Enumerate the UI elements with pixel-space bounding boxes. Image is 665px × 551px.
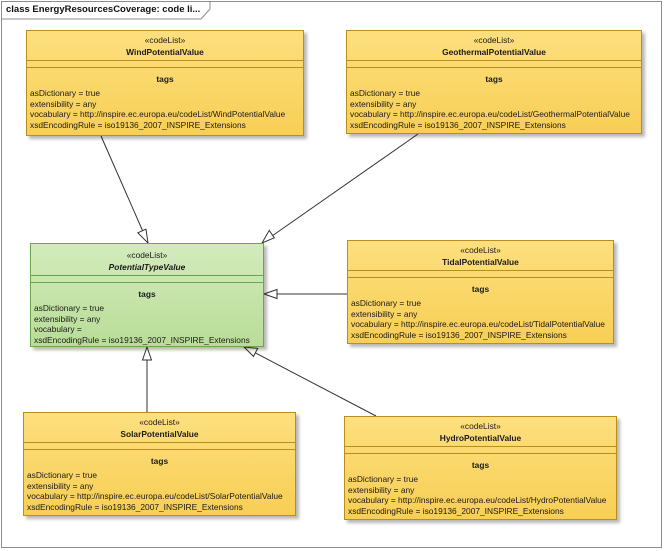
class-name: GeothermalPotentialValue [442, 47, 546, 57]
tags-compartment: tags asDictionary = true extensibility =… [24, 450, 295, 512]
class-header: «codeList» PotentialTypeValue [31, 244, 263, 276]
tags-compartment: tags asDictionary = true extensibility =… [345, 454, 616, 516]
attributes-compartment [31, 276, 263, 283]
tags-title: tags [150, 456, 169, 466]
class-name: TidalPotentialValue [442, 257, 519, 267]
tags-compartment: tags asDictionary = true extensibility =… [27, 68, 303, 130]
stereotype-label: «codeList» [460, 421, 501, 431]
tag-line: vocabulary = http://inspire.ec.europa.eu… [351, 319, 605, 330]
class-header: «codeList» SolarPotentialValue [24, 413, 295, 443]
wind-to-potential-edge[interactable] [100, 135, 149, 244]
tag-line: asDictionary = true [27, 470, 98, 480]
class-name: HydroPotentialValue [439, 433, 522, 443]
attributes-compartment [345, 447, 616, 454]
tag-line: xsdEncodingRule = iso19136_2007_INSPIRE_… [34, 334, 250, 345]
tag-line: xsdEncodingRule = iso19136_2007_INSPIRE_… [27, 501, 243, 512]
tag-line: extensibility = any [351, 308, 418, 319]
tag-line: extensibility = any [30, 98, 97, 109]
class-wind-potential-value[interactable]: «codeList» WindPotentialValue tags asDic… [26, 30, 304, 136]
tags-compartment: tags asDictionary = true extensibility =… [347, 68, 641, 130]
tag-line: xsdEncodingRule = iso19136_2007_INSPIRE_… [350, 119, 566, 130]
tags-compartment: tags asDictionary = true extensibility =… [348, 278, 613, 340]
tag-line: asDictionary = true [351, 298, 422, 308]
tag-line: vocabulary = http://inspire.ec.europa.eu… [30, 109, 286, 120]
tag-line: asDictionary = true [34, 303, 105, 313]
tag-line: asDictionary = true [348, 474, 419, 484]
tag-line: vocabulary = [34, 324, 82, 335]
class-potential-type-value[interactable]: «codeList» PotentialTypeValue tags asDic… [30, 243, 264, 347]
tags-title: tags [156, 74, 174, 84]
attributes-compartment [27, 61, 303, 68]
frame-tab-shape [1, 1, 211, 20]
stereotype-label: «codeList» [460, 245, 501, 255]
tags-title: tags [471, 284, 490, 294]
class-name: WindPotentialValue [126, 47, 204, 57]
tag-line: extensibility = any [348, 484, 415, 495]
class-header: «codeList» TidalPotentialValue [348, 241, 613, 271]
tag-line: xsdEncodingRule = iso19136_2007_INSPIRE_… [30, 119, 246, 130]
class-tidal-potential-value[interactable]: «codeList» TidalPotentialValue tags asDi… [347, 240, 614, 344]
tags-compartment: tags asDictionary = true extensibility =… [31, 283, 263, 345]
geothermal-generalization-arrowhead [260, 229, 276, 245]
hydro-to-potential-edge[interactable] [243, 346, 377, 417]
tag-line: xsdEncodingRule = iso19136_2007_INSPIRE_… [348, 505, 564, 516]
stereotype-label: «codeList» [144, 35, 186, 45]
tags-title: tags [471, 460, 490, 470]
tag-line: vocabulary = http://inspire.ec.europa.eu… [27, 491, 283, 502]
class-name: PotentialTypeValue [108, 262, 186, 272]
class-header: «codeList» HydroPotentialValue [345, 417, 616, 447]
tag-line: vocabulary = http://inspire.ec.europa.eu… [350, 109, 630, 120]
tags-title: tags [485, 74, 503, 84]
attributes-compartment [347, 61, 641, 68]
wind-generalization-arrowhead [136, 228, 149, 245]
class-header: «codeList» GeothermalPotentialValue [347, 31, 641, 61]
class-name: SolarPotentialValue [120, 429, 199, 439]
class-header: «codeList» WindPotentialValue [27, 31, 303, 61]
stereotype-label: «codeList» [473, 35, 515, 45]
stereotype-label: «codeList» [126, 250, 168, 260]
tidal-generalization-arrowhead [262, 288, 278, 300]
tag-line: vocabulary = http://inspire.ec.europa.eu… [348, 495, 607, 506]
tag-line: extensibility = any [27, 480, 94, 491]
stereotype-label: «codeList» [139, 417, 180, 427]
tags-title: tags [138, 289, 156, 299]
class-solar-potential-value[interactable]: «codeList» SolarPotentialValue tags asDi… [23, 412, 296, 516]
tag-line: extensibility = any [350, 98, 417, 109]
frame-title: class EnergyResourcesCoverage: code li..… [6, 4, 201, 15]
tag-line: asDictionary = true [350, 88, 421, 98]
attributes-compartment [348, 271, 613, 278]
solar-generalization-arrowhead [141, 345, 153, 361]
class-hydro-potential-value[interactable]: «codeList» HydroPotentialValue tags asDi… [344, 416, 617, 520]
class-geothermal-potential-value[interactable]: «codeList» GeothermalPotentialValue tags… [346, 30, 642, 134]
hydro-generalization-arrowhead [242, 346, 259, 358]
attributes-compartment [24, 443, 295, 450]
tag-line: xsdEncodingRule = iso19136_2007_INSPIRE_… [351, 329, 567, 340]
tag-line: extensibility = any [34, 313, 101, 324]
tag-line: asDictionary = true [30, 88, 101, 98]
geothermal-to-potential-edge[interactable] [261, 133, 419, 244]
